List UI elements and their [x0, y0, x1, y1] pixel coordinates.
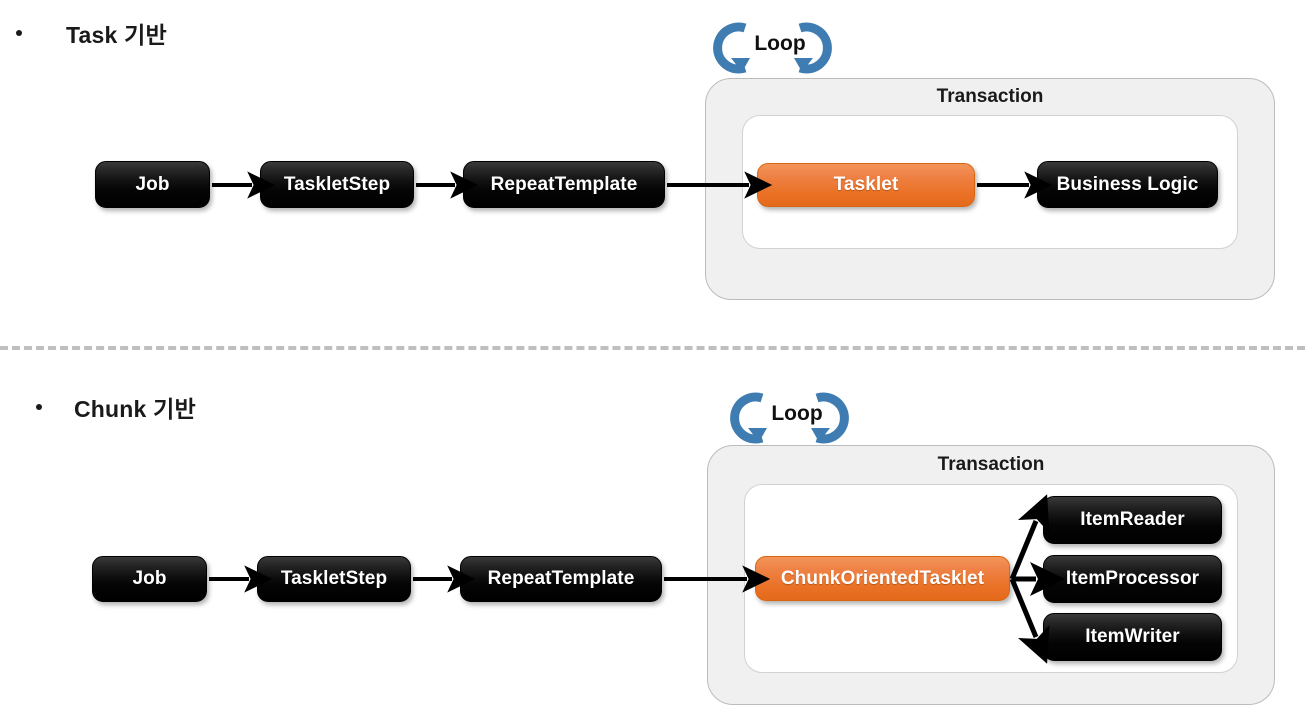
node-label: Job — [135, 173, 170, 195]
node-label: TaskletStep — [280, 568, 388, 589]
loop-arrows-svg — [730, 392, 849, 444]
node-repeattemplate-task[interactable]: RepeatTemplate — [463, 161, 665, 208]
node-chunkorientedtasklet[interactable]: ChunkOrientedTasklet — [755, 556, 1010, 601]
node-label: Business Logic — [1056, 173, 1199, 195]
node-itemreader[interactable]: ItemReader — [1043, 496, 1222, 544]
section-heading-label: Task 기반 — [66, 22, 167, 48]
loop-indicator-chunk: Loop — [722, 388, 872, 446]
node-label: RepeatTemplate — [487, 568, 635, 589]
node-taskletstep-chunk[interactable]: TaskletStep — [257, 556, 411, 602]
loop-label: Loop — [771, 402, 823, 425]
bullet-dot-icon — [16, 30, 22, 36]
section-heading-task: Task 기반 — [16, 16, 167, 50]
loop-arrow-right-icon — [811, 392, 849, 444]
node-label: ChunkOrientedTasklet — [780, 567, 985, 589]
node-repeattemplate-chunk[interactable]: RepeatTemplate — [460, 556, 662, 602]
loop-arrows-svg — [713, 22, 832, 74]
node-label: ItemWriter — [1085, 626, 1180, 647]
node-job-task[interactable]: Job — [95, 161, 210, 208]
node-label: Job — [132, 568, 167, 589]
transaction-panel-label: Transaction — [937, 454, 1045, 475]
bullet-dot-icon — [36, 404, 42, 410]
node-label: TaskletStep — [283, 173, 391, 195]
node-itemprocessor[interactable]: ItemProcessor — [1043, 555, 1222, 603]
node-label: ItemReader — [1080, 509, 1185, 530]
loop-arrow-left-icon — [730, 392, 767, 444]
section-heading-chunk: Chunk 기반 — [36, 390, 196, 424]
node-label: Tasklet — [833, 174, 899, 195]
node-tasklet[interactable]: Tasklet — [757, 163, 975, 207]
loop-label: Loop — [754, 32, 806, 55]
transaction-panel-label: Transaction — [936, 86, 1044, 107]
loop-arrow-right-icon — [794, 22, 832, 74]
node-job-chunk[interactable]: Job — [92, 556, 207, 602]
loop-arrow-left-icon — [713, 22, 750, 74]
loop-indicator-task: Loop — [705, 18, 855, 76]
node-business-logic[interactable]: Business Logic — [1037, 161, 1218, 208]
node-taskletstep-task[interactable]: TaskletStep — [260, 161, 414, 208]
section-divider — [0, 346, 1305, 350]
node-label: RepeatTemplate — [490, 173, 638, 195]
node-label: ItemProcessor — [1065, 568, 1200, 589]
section-heading-label: Chunk 기반 — [74, 396, 196, 422]
node-itemwriter[interactable]: ItemWriter — [1043, 613, 1222, 661]
